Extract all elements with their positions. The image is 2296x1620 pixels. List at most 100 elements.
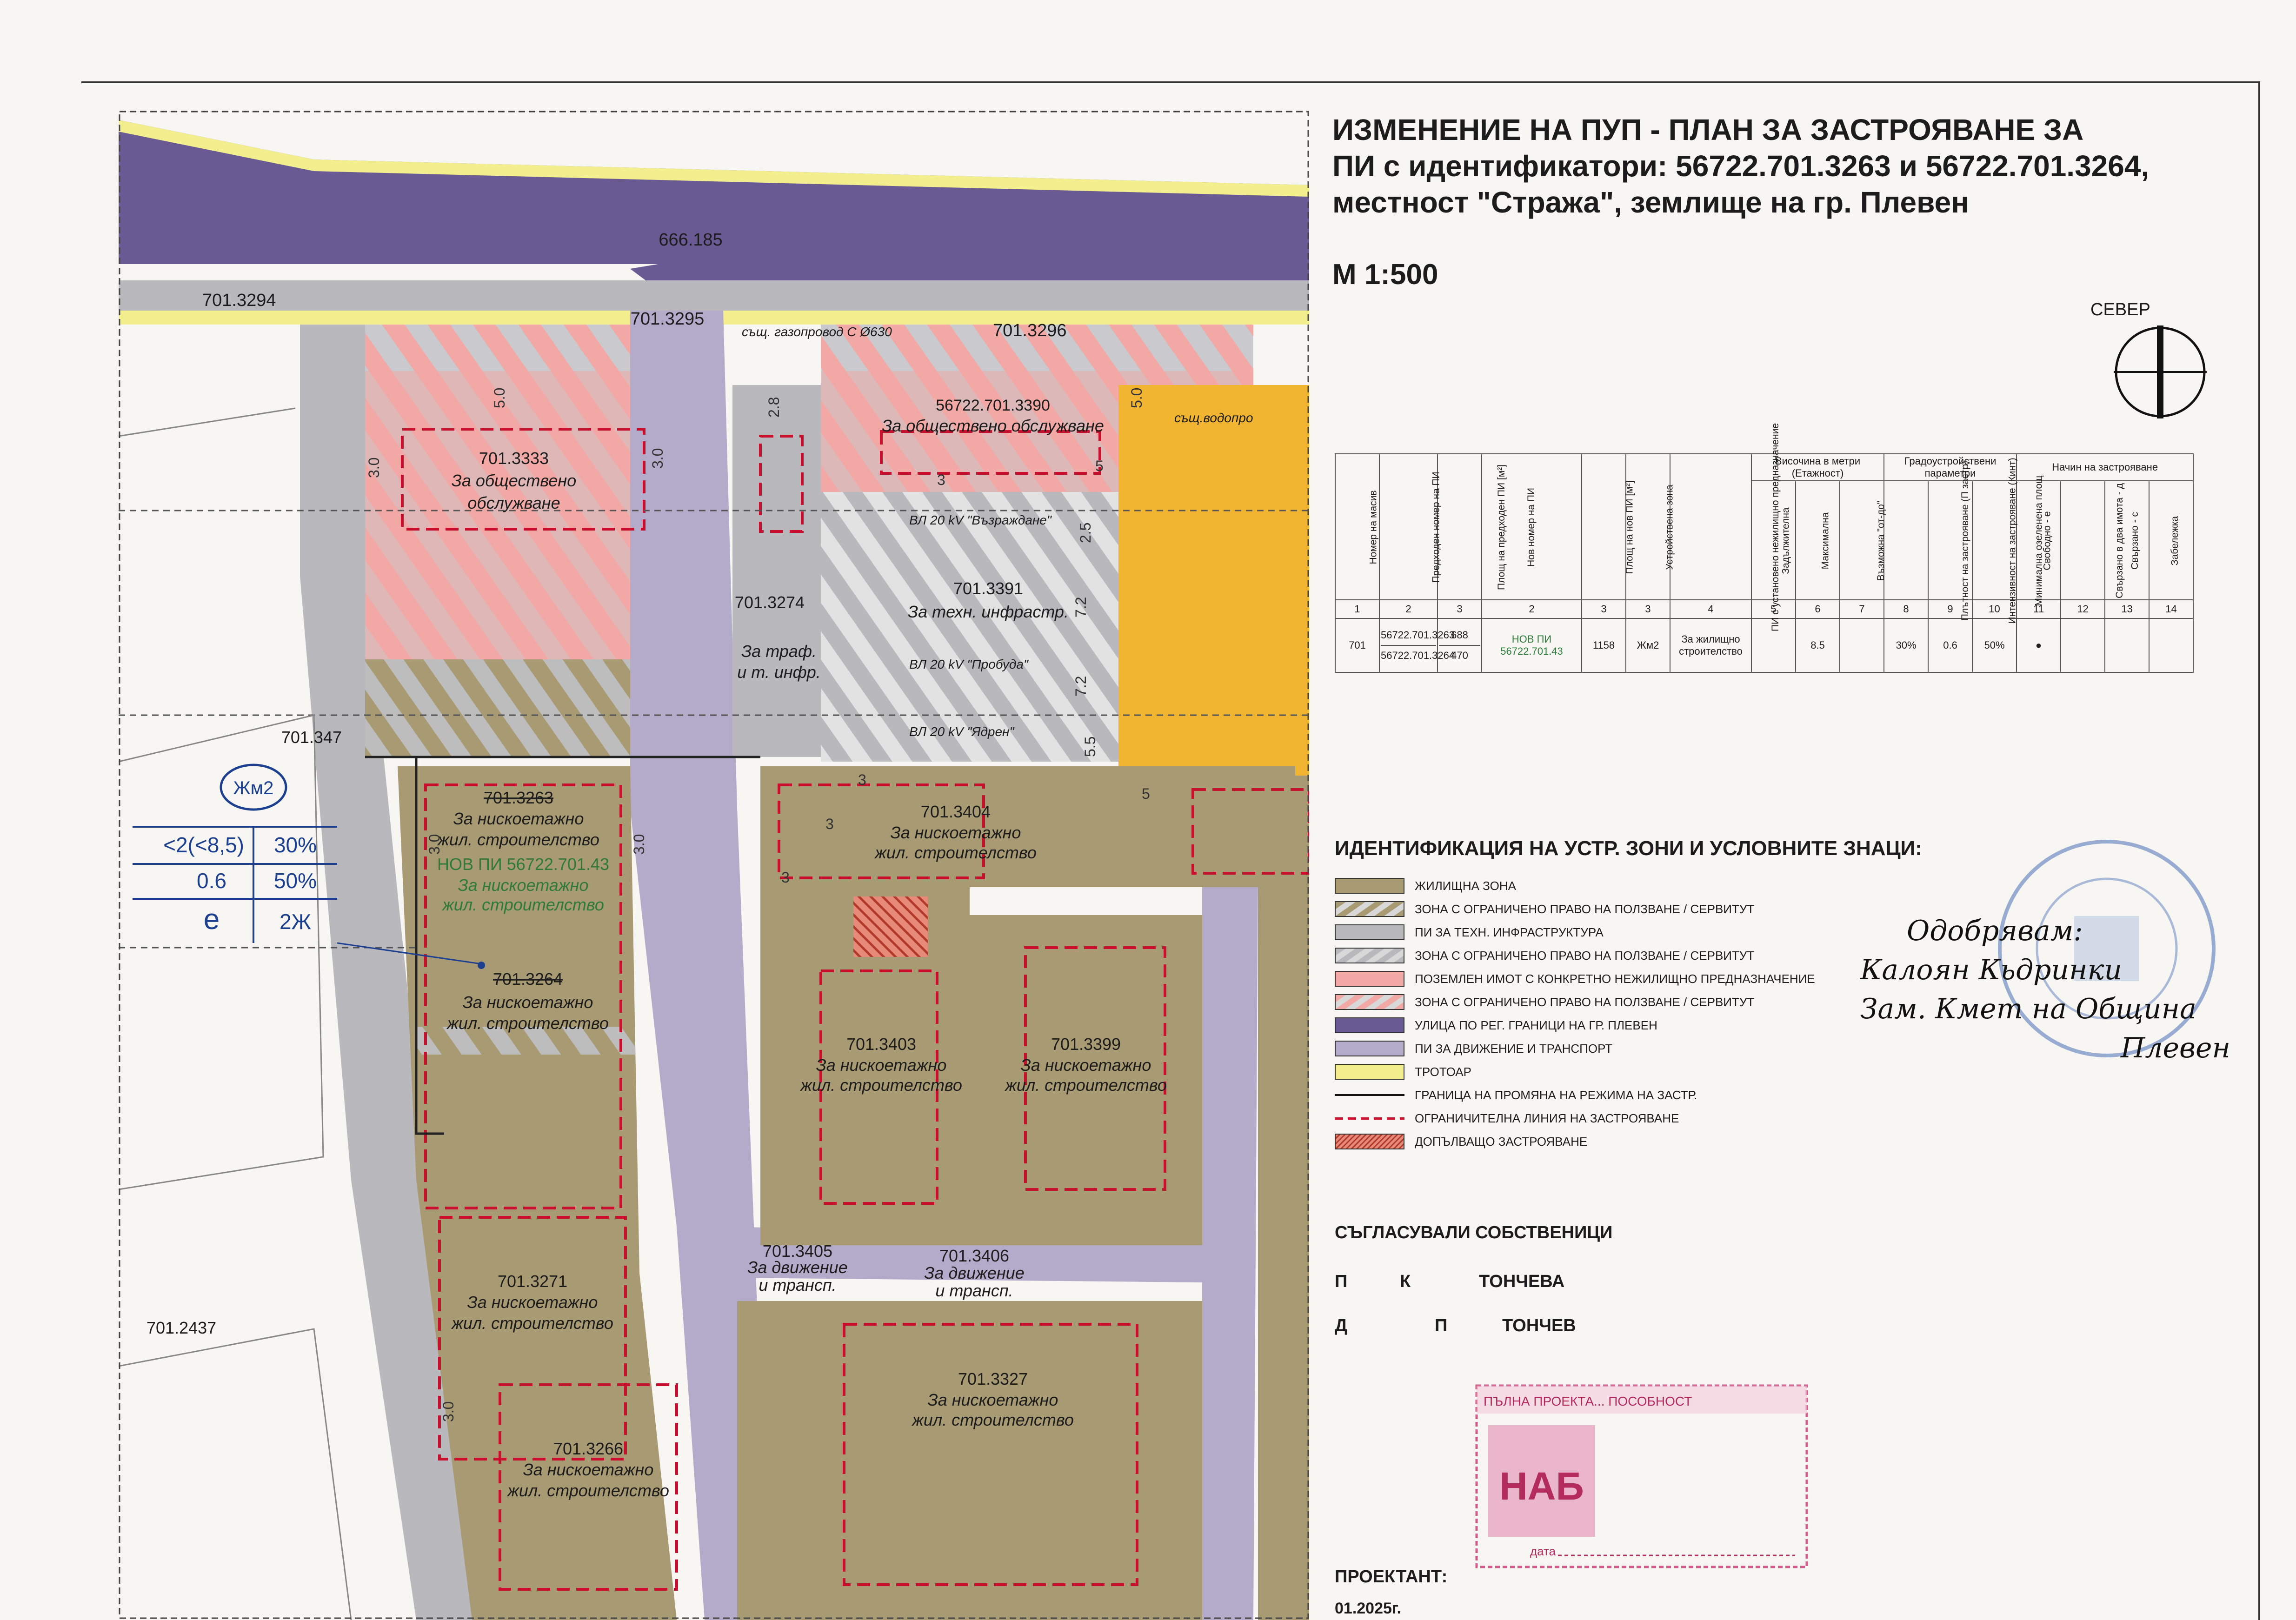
owner-1-c: ТОНЧЕВА [1479,1272,1565,1291]
lot-label-3406-a: За движение [924,1263,1024,1282]
th-prev-area: Площ на предходен ПИ [м²] [1437,453,1507,600]
owners-title: СЪГЛАСУВАЛИ СОБСТВЕНИЦИ [1335,1223,1613,1242]
owner-2-b: П [1435,1316,1448,1335]
north-label: СЕВЕР [2090,300,2150,319]
cell-massiv: 701 [1335,618,1380,673]
lot-label-3404-a: За нискоетажно [891,823,1021,842]
water-pipe-label: същ.водопро [1174,411,1253,425]
dim-3-b: 3 [781,869,790,886]
th-method-group: Начин на застрояване [2016,453,2194,481]
stamp-logo: НАБ [1499,1464,1584,1508]
legend-label: ЗОНА С ОГРАНИЧЕНО ПРАВО НА ПОЛЗВАНЕ / СЕ… [1415,902,1755,916]
th-intensity: Интензивност на застрояване (Кинт) [1928,458,2018,624]
approval-line-2: Калоян Кьдринки [1860,954,2123,986]
dim-5-a: 5 [1142,785,1150,802]
legend-swatch [1335,1064,1404,1080]
legend-label: ЗОНА С ОГРАНИЧЕНО ПРАВО НА ПОЛЗВАНЕ / СЕ… [1415,948,1755,963]
th-mandatory: Задължителна [1751,480,1796,600]
block-left [398,766,677,1620]
cell-zone: Жм2 [1625,618,1670,673]
legend-label: ПОЗЕМЛЕН ИМОТ С КОНКРЕТНО НЕЖИЛИЩНО ПРЕД… [1415,971,1815,986]
legend-item: ЗОНА С ОГРАНИЧЕНО ПРАВО НА ПОЛЗВАНЕ / СЕ… [1335,990,1815,1014]
approval-line-4: Плевен [2121,1032,2230,1064]
lot-label-3274-a: За траф. [741,642,817,661]
legend-label: ДОПЪЛВАЩО ЗАСТРОЯВАНЕ [1415,1134,1588,1149]
main-street-sidewalk-top [119,120,1309,197]
lot-label-3333-b: обслужване [467,493,560,512]
lot-id-3405: 701.3405 [763,1242,832,1261]
title-line-2: ПИ с идентификатори: 56722.701.3263 и 56… [1332,149,2150,183]
lot-label-3406-b: и трансп. [935,1281,1013,1300]
th-free: Свободно - е [2016,480,2062,600]
th-prev-id: Предходен номер на ПИ [1379,453,1442,600]
new-lot-id: НОВ ПИ 56722.701.43 [437,855,609,874]
legend-item: ГРАНИЦА НА ПРОМЯНА НА РЕЖИМА НА ЗАСТР. [1335,1083,1815,1107]
lot-label-3271-b: жил. строителство [451,1314,613,1333]
stamp-date-label: дата [1530,1544,1556,1558]
plan-map-svg: 666.185 701.3294 701.3295 701.3296 същ. … [119,111,1309,1620]
left-road [300,325,472,1620]
lot-id-3390: 56722.701.3390 [936,397,1050,414]
stamp-header: ПЪЛНА ПРОЕКТА... ПОСОБНОСТ [1484,1394,1692,1408]
legend: ЖИЛИЩНА ЗОНА ЗОНА С ОГРАНИЧЕНО ПРАВО НА П… [1335,874,1815,1153]
lot-label-3405-b: и трансп. [759,1275,836,1295]
plan-map: 666.185 701.3294 701.3295 701.3296 същ. … [119,111,1309,1620]
lot-label-3399-a: За нискоетажно [1021,1056,1151,1075]
power-line-3: ВЛ 20 kV "Ядрен" [909,724,1014,739]
dim-2-5: 2.5 [1077,523,1094,543]
sidewalk-id-1: 701.3294 [202,291,276,310]
lot-id-3333: 701.3333 [479,449,549,468]
lot-id-3271: 701.3271 [498,1272,567,1291]
dim-5-b: 5 [1095,458,1104,474]
dim-3-c: 3 [937,471,945,488]
lot-label-3390: За обществено обслужване [882,416,1104,435]
lot-3274 [732,385,821,757]
legend-swatch [1335,1110,1404,1126]
legend-swatch [1335,878,1404,894]
th-purpose: ПИ с установено нежилищно предназначение [1670,423,1781,631]
dim-3-0-e: 3.0 [440,1401,457,1422]
legend-item: ПИ ЗА ДВИЖЕНИЕ И ТРАНСПОРТ [1335,1037,1815,1060]
lot-id-3403: 701.3403 [846,1035,916,1054]
zone-intensity: 0.6 [197,869,226,893]
lot-id-3391: 701.3391 [953,579,1023,598]
other-id: 701.2437 [146,1318,216,1337]
legend-swatch [1335,1087,1404,1103]
lot-label-3266-b: жил. строителство [506,1481,669,1500]
lot-label-3263-b: жил. строителство [437,830,599,849]
new-lot-label-b: жил. строителство [441,895,604,914]
zone-height: <2(<8,5) [163,833,244,857]
title-line-1: ИЗМЕНЕНИЕ НА ПУП - ПЛАН ЗА ЗАСТРОЯВАНЕ З… [1332,113,2084,146]
legend-item: ПИ ЗА ТЕХН. ИНФРАСТРУКТУРА [1335,921,1815,944]
legend-item: ЖИЛИЩНА ЗОНА [1335,874,1815,897]
block-3404 [760,766,1295,887]
dim-3-d: 3 [825,816,834,832]
legend-label: УЛИЦА ПО РЕГ. ГРАНИЦИ НА ГР. ПЛЕВЕН [1415,1018,1657,1032]
cell-free: ● [2016,618,2062,673]
lot-label-3264-a: За нискоетажно [463,993,593,1012]
lot-label-3399-b: жил. строителство [1004,1076,1167,1095]
legend-swatch [1335,994,1404,1010]
lot-label-3405-a: За движение [747,1258,847,1277]
th-new-id: Нов номер на ПИ [1481,453,1582,600]
zone-indicator: Жм2 <2(<8,5) 30% 0.6 50% е 2Ж [133,764,485,969]
dim-3-a: 3 [858,771,866,788]
legend-item: ДОПЪЛВАЩО ЗАСТРОЯВАНЕ [1335,1130,1815,1153]
title-line-3: местност "Стража", землище на гр. Плевен [1332,186,1969,219]
round-stamp [1998,840,2216,1057]
lot-3333 [365,371,630,669]
legend-item: ОГРАНИЧИТЕЛНА ЛИНИЯ НА ЗАСТРОЯВАНЕ [1335,1107,1815,1130]
lot-label-3266-a: За нискоетажно [523,1460,654,1479]
th-zone: Устройствена зона [1625,453,1675,600]
block-right [1258,776,1309,1620]
cell-purpose: За жилищно строителство [1670,618,1752,673]
cell-connected [2104,618,2150,673]
owner-1-a: П [1335,1272,1348,1291]
lot-id-3266: 701.3266 [553,1439,623,1458]
th-green: Минимална озеленена площ [1972,476,2044,606]
legend-label: ТРОТОАР [1415,1064,1471,1079]
th-max: Максимална [1795,480,1840,600]
